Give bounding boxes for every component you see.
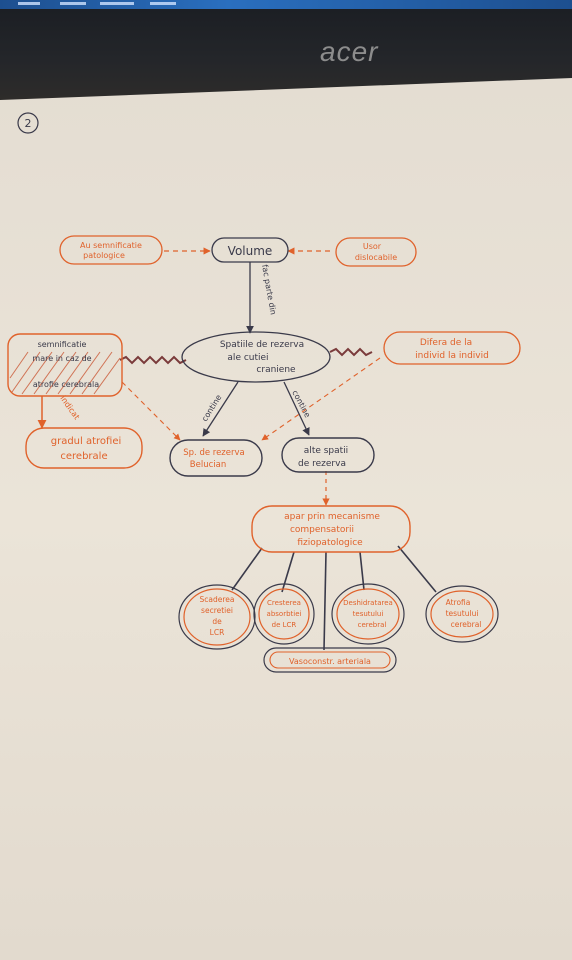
node-sub5-line2: tesutului bbox=[446, 609, 479, 618]
node-difera-line2: individ la individ bbox=[415, 351, 489, 361]
node-atrofia-tesutului: Atrofia tesutului cerebral bbox=[425, 585, 499, 643]
node-apar-line3: fiziopatologice bbox=[297, 538, 363, 548]
node-deshidratarea: Deshidratarea tesutului cerebral bbox=[331, 583, 405, 645]
node-sp-rezerva-belucian bbox=[169, 439, 263, 477]
node-sub3-label: Vasoconstr. arteriala bbox=[289, 657, 371, 666]
node-sp-rezerva-line2: Belucian bbox=[190, 460, 226, 470]
node-center-line3: craniene bbox=[256, 365, 296, 375]
node-usor-line2: dislocabile bbox=[355, 253, 397, 262]
node-sp-rezerva-line1: Sp. de rezerva bbox=[183, 448, 244, 458]
taskbar-item bbox=[100, 2, 134, 5]
node-volume bbox=[211, 237, 289, 263]
node-semnificatie-line2: patologice bbox=[83, 251, 125, 260]
node-sub1-line3: de bbox=[212, 617, 222, 626]
taskbar-item bbox=[60, 2, 86, 5]
node-sub1-line2: secretiei bbox=[201, 606, 233, 615]
node-spatiile-de-rezerva bbox=[181, 331, 331, 383]
node-sub1-line4: LCR bbox=[210, 628, 225, 637]
taskbar-item bbox=[150, 2, 176, 5]
connector-dashed bbox=[261, 357, 381, 441]
connector-zigzag bbox=[329, 347, 373, 357]
connector-zigzag bbox=[119, 355, 187, 365]
node-volume-label: Volume bbox=[228, 244, 273, 258]
node-semnificatie-line1: Au semnificatie bbox=[80, 241, 142, 250]
node-sub5-line1: Atrofia bbox=[446, 598, 471, 607]
node-sub2-line3: de LCR bbox=[272, 621, 297, 629]
connector-arrow bbox=[202, 381, 239, 437]
node-apar-mecanisme bbox=[251, 505, 411, 553]
node-cresterea-absorbtiei: Cresterea absorbtiei de LCR bbox=[253, 583, 315, 645]
taskbar-item bbox=[18, 2, 40, 5]
node-usor-line1: Usor bbox=[363, 242, 382, 251]
node-sub4-line3: cerebral bbox=[358, 621, 387, 629]
node-sub2-line1: Cresterea bbox=[267, 599, 301, 607]
node-usor-dislocabile bbox=[335, 237, 417, 267]
laptop-brand-logo: acer bbox=[320, 36, 379, 67]
connector-arrow bbox=[283, 381, 310, 436]
node-gradul-line2: cerebrale bbox=[60, 451, 107, 462]
node-difera bbox=[383, 331, 521, 365]
node-alte-spatii bbox=[281, 437, 375, 473]
node-center-line2: ale cutiei bbox=[227, 353, 268, 363]
node-scaderea-secretiei: Scaderea secretiei de LCR bbox=[178, 584, 256, 650]
connector-line bbox=[323, 551, 327, 651]
connector-dashed bbox=[121, 381, 181, 441]
page-number-circle bbox=[17, 112, 39, 134]
laptop-screen-bezel: acer bbox=[0, 0, 572, 100]
node-alte-line2: de rezerva bbox=[298, 459, 346, 469]
node-sub5-line3: cerebral bbox=[451, 620, 482, 629]
connector-line bbox=[281, 551, 295, 593]
node-center-line1: Spatiile de rezerva bbox=[220, 340, 304, 350]
node-sub4-line1: Deshidratarea bbox=[343, 599, 393, 607]
connector-line bbox=[397, 545, 437, 593]
node-apar-line1: apar prin mecanisme bbox=[284, 512, 380, 522]
node-semnificatie-mare-line1: semnificatie bbox=[38, 340, 87, 349]
node-alte-line1: alte spatii bbox=[304, 446, 348, 456]
page-number: 2 bbox=[25, 117, 32, 130]
connector-line bbox=[231, 547, 263, 591]
node-sub4-line2: tesutului bbox=[353, 610, 384, 618]
node-sub2-line2: absorbtiei bbox=[267, 610, 302, 618]
node-sub1-line1: Scaderea bbox=[200, 595, 235, 604]
node-gradul-atrofiei bbox=[25, 427, 143, 469]
taskbar-strip bbox=[0, 0, 572, 9]
node-apar-line2: compensatorii bbox=[290, 525, 354, 535]
hatching bbox=[9, 351, 121, 395]
node-semnificatie-patologice bbox=[59, 235, 163, 265]
node-vasoconstr-arteriala: Vasoconstr. arteriala bbox=[263, 647, 397, 673]
node-semnificatie-mare-line2: mare in caz de bbox=[32, 354, 91, 363]
node-gradul-line1: gradul atrofiei bbox=[51, 436, 122, 447]
node-difera-line1: Difera de la bbox=[420, 338, 472, 348]
paper-sheet bbox=[0, 78, 572, 960]
node-semnificatie-mare bbox=[7, 333, 123, 397]
node-semnificatie-mare-line3: atrofie cerebrala bbox=[33, 380, 99, 389]
